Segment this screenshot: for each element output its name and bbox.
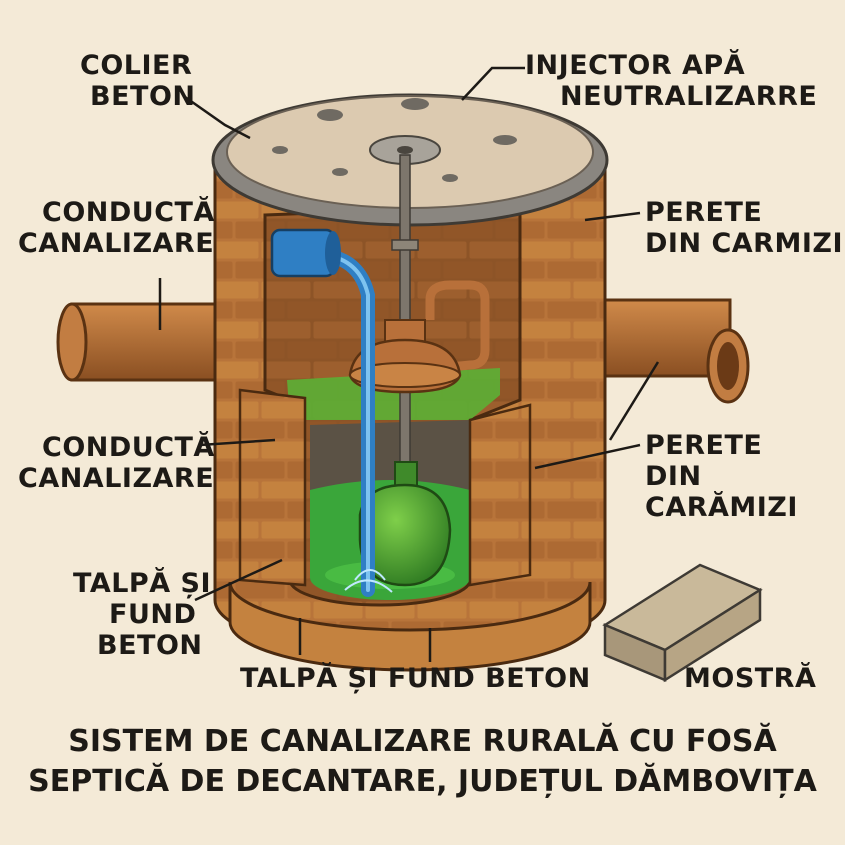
label-line: CONDUCTĂ — [42, 197, 215, 228]
label-line: COLIER — [80, 50, 193, 81]
label-line: CARĂMIZI — [645, 492, 798, 523]
label-line: PERETE — [645, 430, 763, 461]
label-injector-apa: INJECTOR APĂ NEUTRALIZARRE — [525, 50, 817, 112]
label-conducta-canalizare-top: CONDUCTĂ CANALIZARE — [18, 197, 215, 259]
label-line: BETON — [90, 81, 196, 112]
label-talpa-fund-beton-bottom: TALPĂ ȘI FUND BETON — [240, 663, 591, 694]
float-ball — [358, 461, 452, 587]
label-line: NEUTRALIZARRE — [560, 81, 818, 112]
label-perete-carmizi-top: PERETE DIN CARMIZI — [645, 197, 843, 259]
label-line: DIN — [645, 461, 702, 492]
title-line: SISTEM DE CANALIZARE RURALĂ CU FOSĂ — [68, 724, 777, 759]
label-mostra: MOSTRĂ — [684, 663, 817, 694]
label-line: BETON — [97, 630, 203, 661]
label-colier-beton: COLIER BETON — [80, 50, 196, 112]
label-talpa-fund-beton-left: TALPĂ ȘI FUND BETON — [73, 568, 211, 661]
copper-pump — [348, 280, 490, 394]
label-line: DIN CARMIZI — [645, 228, 843, 259]
label-line: CANALIZARE — [18, 228, 215, 259]
label-line: INJECTOR APĂ — [525, 50, 746, 81]
label-line: PERETE — [645, 197, 763, 228]
left-sewer-pipe — [56, 302, 224, 382]
label-line: CONDUCTĂ — [42, 432, 215, 463]
leader-lines — [158, 66, 660, 662]
title-line: SEPTICĂ DE DECANTARE, JUDEȚUL DĂMBOVIȚA — [28, 764, 817, 799]
label-line: FUND — [109, 599, 197, 630]
sample-brick — [602, 563, 763, 683]
label-line: CANALIZARE — [18, 463, 215, 494]
label-conducta-canalizare-bottom: CONDUCTĂ CANALIZARE — [18, 432, 215, 494]
blue-water-pipe — [270, 228, 393, 597]
label-line: TALPĂ ȘI — [73, 568, 211, 599]
label-perete-caramizi-bottom: PERETE DIN CARĂMIZI — [645, 430, 798, 523]
diagram-title: SISTEM DE CANALIZARE RURALĂ CU FOSĂ SEPT… — [0, 722, 845, 802]
